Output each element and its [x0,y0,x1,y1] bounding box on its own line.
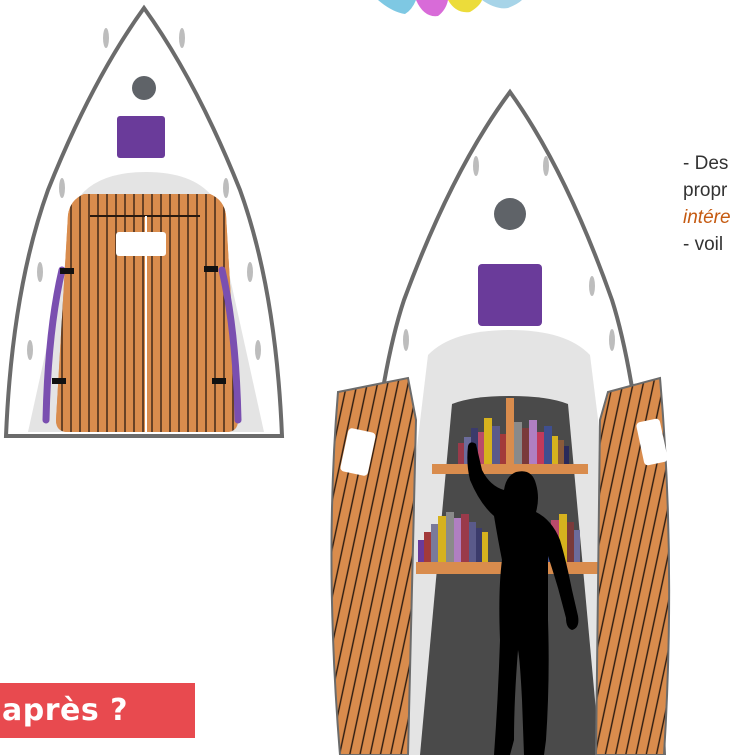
banner-label: après ? [2,693,129,728]
side-note-text: - Des propr intére - voil [683,150,747,258]
books-icon [418,418,580,562]
left-deck-door [330,376,418,755]
note-line-3: intére [683,207,731,228]
right-deck-door [594,376,671,755]
woman-silhouette-icon [467,442,579,755]
boat-top-view-icon [3,4,285,438]
note-line-2: propr [683,180,728,201]
note-line-1: - Des [683,153,729,174]
porthole-icon [494,198,526,230]
red-question-banner: après ? [0,683,195,738]
porthole-icon [132,76,156,100]
hatch-icon [478,264,542,326]
partial-logo [378,0,522,17]
note-line-4: - voil [683,234,724,255]
open-boat-library-icon [330,88,671,755]
hatch-icon [117,116,165,158]
